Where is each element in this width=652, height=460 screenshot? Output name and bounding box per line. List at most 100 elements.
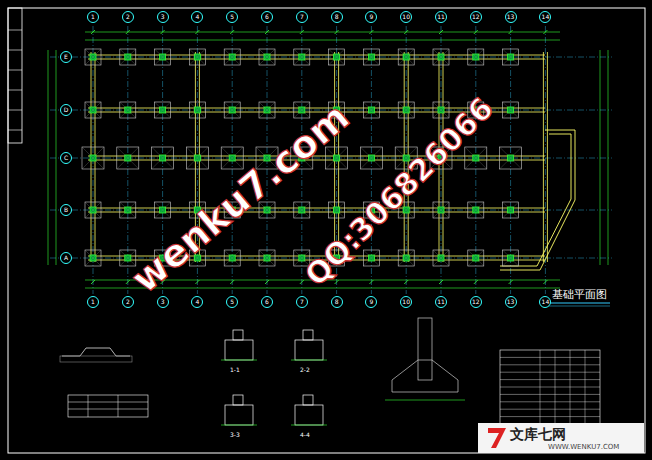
- drawing-rect: [433, 102, 449, 118]
- drawing-rect: [85, 49, 101, 65]
- drawing-rect: [398, 250, 414, 266]
- drawing-line: [369, 30, 373, 34]
- drawing-rect: [68, 395, 148, 417]
- drawing-line: [398, 250, 414, 266]
- drawing-line: [500, 147, 522, 169]
- drawing-line: [547, 52, 548, 262]
- drawing-line: [439, 280, 443, 284]
- axis-label: 7: [300, 14, 304, 20]
- axis-bubble: 9: [365, 11, 377, 23]
- drawing-line: [152, 147, 174, 169]
- drawing-line: [259, 49, 275, 65]
- axis-label: 4: [195, 299, 199, 305]
- drawing-line: [360, 147, 382, 169]
- drawing-line: [91, 280, 95, 284]
- drawing-line: [503, 250, 519, 266]
- drawing-rect: [295, 405, 323, 425]
- axis-label: 14: [542, 14, 550, 20]
- drawing-line: [500, 147, 522, 169]
- drawing-line: [543, 30, 547, 34]
- axis-label: 12: [472, 14, 480, 20]
- axis-label: 2: [126, 299, 130, 305]
- axis-label: 10: [402, 14, 410, 20]
- drawing-line: [404, 30, 408, 34]
- drawing-rect: [120, 102, 136, 118]
- drawing-line: [503, 102, 519, 118]
- drawing-line: [360, 147, 382, 169]
- axis-label: 6: [265, 14, 269, 20]
- drawing-line: [294, 202, 310, 218]
- axis-bubble: 7: [296, 11, 308, 23]
- drawing-rect: [155, 202, 171, 218]
- drawing-line: [363, 49, 379, 65]
- axis-bubble: 12: [470, 296, 482, 308]
- axis-bubble: 4: [191, 296, 203, 308]
- axis-label: 8: [335, 14, 339, 20]
- axis-label: 5: [230, 14, 234, 20]
- axis-label: 4: [195, 14, 199, 20]
- drawing-line: [363, 250, 379, 266]
- drawing-line: [474, 30, 478, 34]
- drawing-line: [224, 250, 240, 266]
- footing-detail: [392, 360, 458, 392]
- section-label: 1-1: [230, 367, 240, 373]
- drawing-line: [195, 280, 199, 284]
- drawing-line: [189, 49, 205, 65]
- drawing-line: [545, 26, 546, 294]
- drawing-line: [88, 395, 89, 417]
- drawing-line: [540, 350, 541, 424]
- drawing-line: [548, 306, 610, 307]
- drawing-line: [570, 350, 571, 424]
- drawing-rect: [468, 202, 484, 218]
- drawing-rect: [500, 147, 522, 169]
- axis-bubble: 4: [191, 11, 203, 23]
- drawing-line: [608, 50, 609, 265]
- wing-outline: [500, 130, 575, 270]
- drawing-line: [291, 425, 327, 426]
- drawing-rect: [468, 250, 484, 266]
- drawing-line: [433, 49, 449, 65]
- drawing-line: [363, 102, 379, 118]
- drawing-line: [120, 49, 136, 65]
- drawing-line: [189, 49, 205, 65]
- drawing-line: [224, 102, 240, 118]
- drawing-line: [152, 147, 174, 169]
- drawing-line: [120, 202, 136, 218]
- drawing-line: [335, 30, 339, 34]
- drawing-line: [398, 49, 414, 65]
- axis-label: 5: [230, 299, 234, 305]
- drawing-line: [433, 202, 449, 218]
- axis-label: 13: [507, 14, 515, 20]
- drawing-rect: [326, 147, 348, 169]
- drawing-line: [91, 30, 95, 34]
- drawing-line: [85, 202, 101, 218]
- drawing-line: [85, 49, 101, 65]
- drawing-line: [8, 30, 22, 31]
- drawing-line: [186, 147, 208, 169]
- axis-bubble: 2: [122, 296, 134, 308]
- drawing-line: [224, 49, 240, 65]
- drawing-rect: [186, 147, 208, 169]
- drawing-title: 基础平面图: [552, 289, 607, 300]
- drawing-line: [85, 102, 101, 118]
- drawing-line: [398, 49, 414, 65]
- drawing-line: [265, 280, 269, 284]
- drawing-rect: [85, 202, 101, 218]
- axis-bubble: B: [60, 204, 72, 216]
- drawing-line: [155, 49, 171, 65]
- wing-outline: [500, 134, 571, 266]
- drawing-line: [155, 202, 171, 218]
- axis-label: 9: [369, 14, 373, 20]
- drawing-rect: [85, 102, 101, 118]
- drawing-line: [85, 250, 101, 266]
- drawing-rect: [363, 102, 379, 118]
- drawing-line: [329, 202, 345, 218]
- drawing-rect: [294, 49, 310, 65]
- drawing-line: [555, 350, 556, 424]
- axis-bubble: 1: [87, 296, 99, 308]
- drawing-line: [433, 102, 449, 118]
- drawing-rect: [398, 49, 414, 65]
- drawing-rect: [294, 202, 310, 218]
- drawing-rect: [117, 147, 139, 169]
